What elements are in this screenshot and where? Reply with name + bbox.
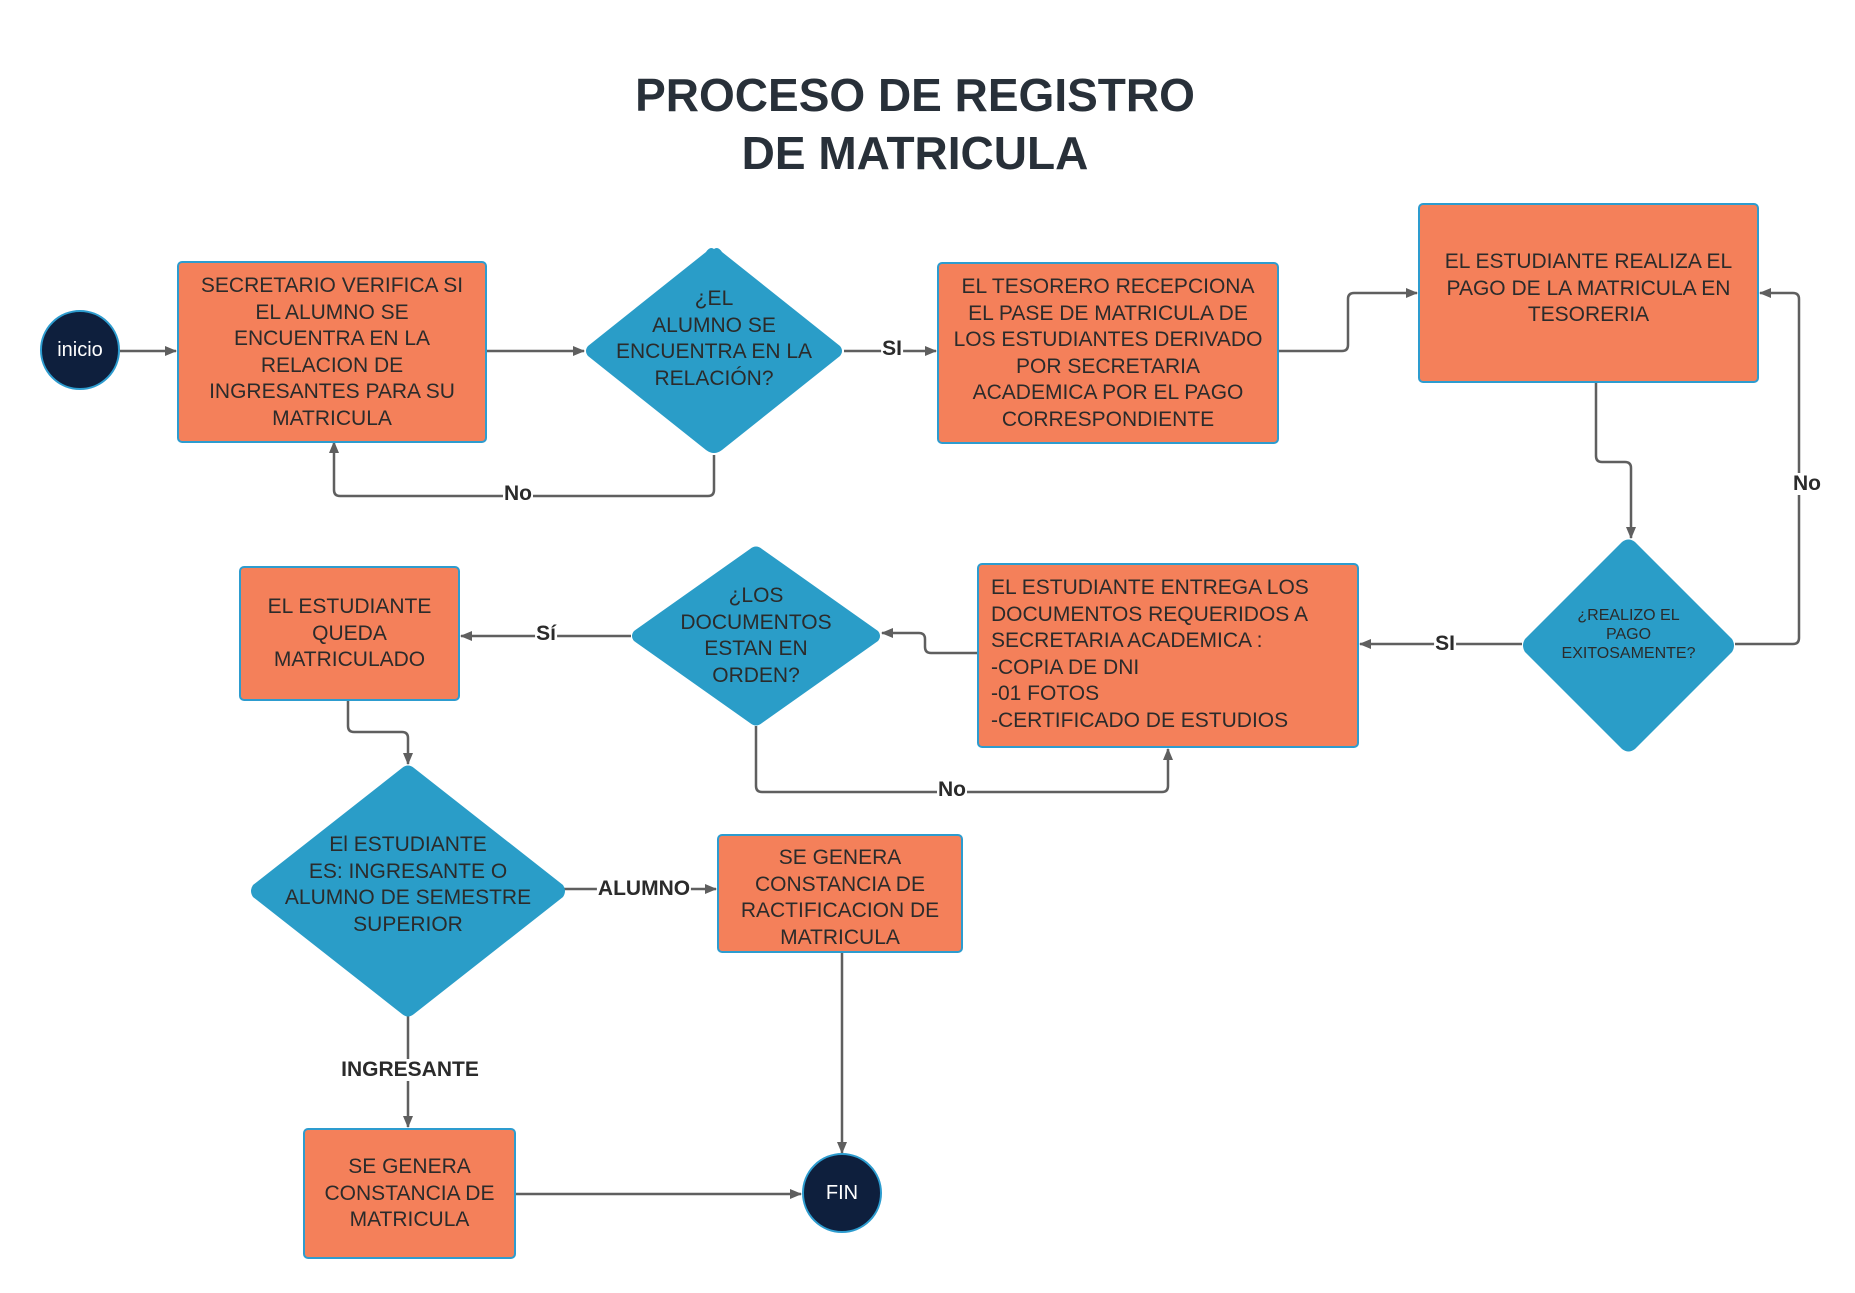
edge-label-docs-no: No (937, 778, 967, 801)
text-line: ACADEMICA POR EL PAGO (972, 381, 1244, 404)
title-line-1: PROCESO DE REGISTRO (635, 69, 1195, 121)
text-line: -COPIA DE DNI (991, 655, 1140, 679)
edge-label-paid-no: No (1792, 472, 1822, 495)
text-line: DOCUMENTOS REQUERIDOS A (991, 602, 1308, 626)
text-line: SECRETARIA ACADEMICA : (991, 629, 1263, 652)
connector-treasurer-to-payment (1278, 288, 1418, 353)
text-line: SE GENERA (778, 846, 902, 869)
diamond-shape (586, 248, 842, 453)
text-line: -CERTIFICADO DE ESTUDIOS (991, 708, 1289, 732)
edge-label-type-ingresante: INGRESANTE (340, 1058, 480, 1081)
text-line: ENCUENTRA EN LA (615, 340, 813, 363)
process-student-payment[interactable]: EL ESTUDIANTE REALIZA EL PAGO DE LA MATR… (1418, 203, 1759, 383)
text-line: CONSTANCIA DE (324, 1181, 495, 1205)
text-line: DOCUMENTOS (680, 610, 832, 634)
process-deliver-documents[interactable]: EL ESTUDIANTE ENTREGA LOS DOCUMENTOS REQ… (977, 563, 1359, 748)
text-line: QUEDA (312, 621, 387, 645)
text-line: SUPERIOR (353, 912, 463, 936)
edge-label-docs-yes: Sí (535, 622, 557, 645)
text-line: ESTAN EN (704, 637, 808, 660)
text-line: ES: INGRESANTE O (308, 859, 508, 883)
text-line: TESORERIA (1527, 303, 1650, 326)
text-line: SECRETARIO VERIFICA SI (200, 274, 464, 297)
text-line: El ESTUDIANTE (329, 833, 487, 856)
text-line: ¿REALIZO EL (1577, 607, 1680, 624)
process-treasurer-receives[interactable]: EL TESORERO RECEPCIONA EL PASE DE MATRIC… (937, 262, 1279, 444)
diamond-shape (632, 546, 880, 726)
text-line: ORDEN? (712, 663, 800, 687)
edge-label-in-list-no: No (503, 482, 533, 505)
start-terminal[interactable]: inicio (40, 310, 120, 390)
diamond-shape (1523, 539, 1734, 752)
text-line: ALUMNO DE SEMESTRE (284, 886, 532, 909)
diamond-shape (251, 765, 565, 1017)
text-line: LOS ESTUDIANTES DERIVADO (953, 328, 1263, 351)
text-line: RELACION DE (260, 353, 404, 377)
connector-enrolled-to-type (346, 700, 413, 765)
text-line: ¿LOS (728, 584, 784, 607)
text-line: EL ESTUDIANTE (267, 595, 432, 618)
start-label: inicio (57, 338, 103, 361)
text-line: MATRICULADO (273, 648, 426, 671)
connector-paid-no-loop (1735, 288, 1801, 646)
text-line: EL ALUMNO SE (255, 300, 409, 324)
end-terminal[interactable]: FIN (802, 1153, 882, 1233)
decision-documents-in-order[interactable]: ¿LOS DOCUMENTOS ESTAN EN ORDEN? (630, 545, 882, 727)
process-enrollment-certificate[interactable]: SE GENERA CONSTANCIA DE MATRICULA (303, 1128, 516, 1259)
text-line: MATRICULA (349, 1208, 470, 1231)
text-line: MATRICULA (272, 406, 392, 430)
text-line: ALUMNO SE (652, 313, 776, 337)
text-line: EL PASE DE MATRICULA DE (968, 301, 1248, 325)
end-label: FIN (825, 1181, 859, 1204)
text-line: ¿EL (694, 287, 734, 310)
text-line: RELACIÓN? (654, 366, 774, 390)
edge-label-type-alumno: ALUMNO (596, 877, 692, 900)
text-line: -01 FOTOS (991, 682, 1100, 705)
text-line: POR SECRETARIA (1016, 354, 1200, 378)
text-line: SE GENERA (348, 1155, 471, 1178)
connector-payment-to-paid-ok (1594, 383, 1636, 539)
decision-in-list[interactable]: ¿EL ALUMNO SE ENCUENTRA EN LA RELACIÓN? (584, 246, 844, 456)
diagram-title: PROCESO DE REGISTRO DE MATRICULA (0, 66, 1830, 182)
text-line: ENCUENTRA EN LA (233, 327, 431, 350)
decision-payment-successful[interactable]: ¿REALIZO EL PAGO EXITOSAMENTE? (1521, 538, 1736, 753)
edge-label-in-list-yes: SI (881, 337, 903, 360)
text-line: CONSTANCIA DE (755, 872, 925, 896)
connector-documents-to-docs-ok (881, 628, 977, 655)
process-verify-enrollment-list[interactable]: SECRETARIO VERIFICA SI EL ALUMNO SE ENCU… (177, 261, 487, 443)
text-line: CORRESPONDIENTE (1001, 407, 1215, 431)
text-line: RACTIFICACION DE (740, 899, 940, 922)
text-line: PAGO (1605, 626, 1652, 643)
text-line: INGRESANTES PARA SU (209, 380, 455, 403)
text-line: PAGO DE LA MATRICULA EN (1446, 276, 1731, 300)
process-student-enrolled[interactable]: EL ESTUDIANTE QUEDA MATRICULADO (239, 566, 460, 701)
text-line: EL ESTUDIANTE REALIZA EL (1444, 250, 1733, 273)
edge-label-paid-yes: SI (1434, 632, 1456, 655)
text-line: EL TESORERO RECEPCIONA (961, 275, 1255, 298)
title-line-2: DE MATRICULA (741, 127, 1089, 179)
text-line: MATRICULA (780, 925, 900, 949)
text-line: EL ESTUDIANTE ENTREGA LOS (991, 576, 1309, 599)
process-rectification-certificate[interactable]: SE GENERA CONSTANCIA DE RACTIFICACION DE… (717, 834, 963, 953)
text-line: EXITOSAMENTE? (1561, 645, 1696, 662)
decision-student-type[interactable]: El ESTUDIANTE ES: INGRESANTE O ALUMNO DE… (249, 764, 567, 1018)
